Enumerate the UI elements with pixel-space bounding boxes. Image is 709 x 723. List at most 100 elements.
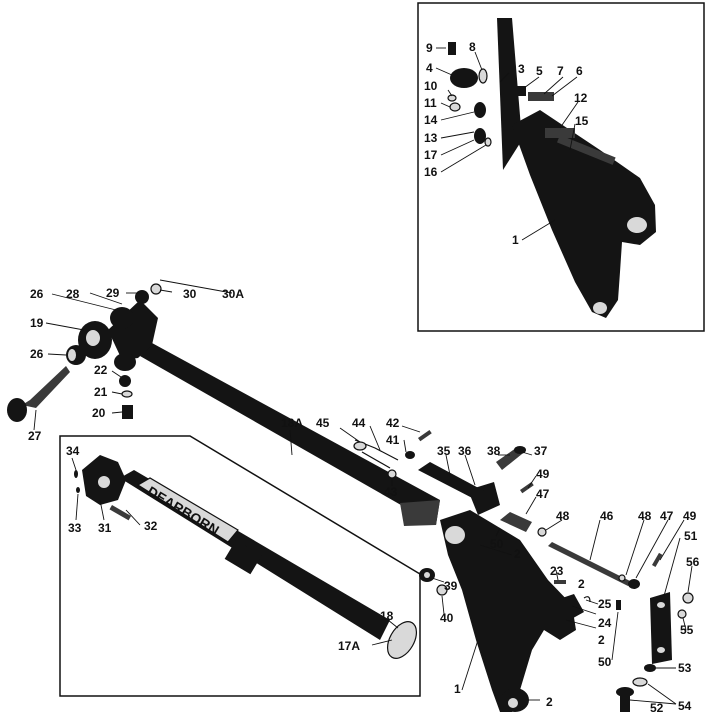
bushing-part-5 (512, 86, 526, 96)
label-12: 12 (574, 91, 588, 105)
washer-part-54 (632, 677, 648, 687)
ring-part-18 (386, 621, 418, 659)
label-34: 34 (66, 444, 80, 458)
label-46: 46 (600, 509, 614, 523)
bracket-top-hole (445, 526, 465, 544)
screw-part-9 (448, 42, 456, 55)
label-49-left: 49 (536, 467, 550, 481)
label-23: 23 (550, 564, 564, 578)
bolt-head-part-27 (7, 398, 27, 422)
washer-part-53 (644, 664, 656, 672)
plate-hole-top (657, 602, 665, 608)
label-44: 44 (352, 416, 366, 430)
label-39: 39 (444, 579, 458, 593)
nut-part-11 (449, 102, 461, 112)
washer-part-10 (447, 94, 457, 102)
label-24: 24 (598, 616, 612, 630)
bracket-foot-hole (508, 698, 518, 708)
rod-end-part-47-right (628, 579, 640, 589)
shaft-leaders (33, 279, 293, 456)
bolt-part-27 (22, 366, 70, 408)
label-17a: 17A (338, 639, 360, 653)
label-14: 14 (424, 113, 438, 127)
label-55: 55 (680, 623, 694, 637)
dearborn-decal (136, 477, 239, 543)
label-54: 54 (678, 699, 692, 713)
label-16: 16 (424, 165, 438, 179)
label-5: 5 (536, 64, 543, 78)
bracket-part-1 (440, 510, 576, 712)
block-part-24 (556, 594, 584, 622)
bracket-assembly: 45 44 42 41 43 35 36 38 37 49 47 48 50 4… (316, 416, 700, 715)
label-1-main: 1 (454, 682, 461, 696)
pin-part-50-lower (616, 600, 621, 610)
pin-part-49-left (520, 481, 534, 494)
label-2-bottom: 2 (546, 695, 553, 709)
bracket-leaders (339, 425, 693, 705)
washer-part-29 (135, 290, 149, 304)
inset-frame (417, 2, 705, 332)
label-1-inset: 1 (512, 233, 519, 247)
washer-part-40 (436, 584, 448, 596)
cross-shaft-assembly: 26 28 29 30 30A 19 26 22 21 20 27 18A (7, 279, 440, 526)
bolt-head-part-52 (616, 687, 634, 697)
label-18: 18 (380, 609, 394, 623)
spacer-part-13 (474, 128, 486, 144)
collar-hole-part-19 (86, 330, 100, 346)
label-35: 35 (437, 444, 451, 458)
washer-part-48-right (618, 574, 626, 582)
label-41: 41 (386, 433, 400, 447)
bushing-part-26-lower-hole (68, 349, 76, 361)
bolt-part-12 (545, 128, 575, 138)
bolt-part-47-left (500, 512, 532, 532)
label-9: 9 (426, 41, 433, 55)
label-13: 13 (424, 131, 438, 145)
label-19: 19 (30, 316, 44, 330)
bushing-part-28 (110, 307, 134, 329)
plate-hole-bottom (657, 647, 665, 653)
cotter-part-43 (387, 469, 397, 479)
label-32: 32 (144, 519, 158, 533)
bracket-part-1-inset (512, 110, 656, 318)
label-30a: 30A (222, 287, 244, 301)
spacer-part-14 (474, 102, 486, 118)
block-part-4 (450, 68, 478, 88)
plate-part-51 (650, 592, 672, 664)
pin-part-49-right (652, 552, 663, 567)
label-15: 15 (575, 114, 589, 128)
label-18a: 18A (281, 416, 303, 430)
pin-part-42 (417, 429, 432, 442)
label-56: 56 (686, 555, 700, 569)
label-50-top: 50 (490, 537, 504, 551)
label-2-right: 2 (598, 633, 605, 647)
label-36: 36 (458, 444, 472, 458)
inset-lower-frame (59, 435, 421, 697)
washer-part-16 (484, 137, 492, 147)
pin-part-38 (496, 448, 522, 470)
label-40: 40 (440, 611, 454, 625)
label-31: 31 (98, 521, 112, 535)
inset-leaders (435, 47, 579, 241)
bolt-part-6 (528, 92, 554, 101)
label-10: 10 (424, 79, 438, 93)
label-49-right: 49 (683, 509, 697, 523)
washer-part-8 (478, 68, 488, 84)
pin-part-34 (74, 470, 78, 478)
label-7: 7 (557, 64, 564, 78)
label-29: 29 (106, 286, 120, 300)
label-43: 43 (384, 485, 398, 499)
lower-inset-leaders (71, 457, 399, 646)
label-38: 38 (487, 444, 501, 458)
bolt-part-20 (122, 405, 133, 419)
link-part-35 (418, 462, 486, 502)
pin-part-23 (554, 580, 566, 584)
nut-part-22 (119, 375, 131, 387)
spring-part-45 (353, 441, 367, 451)
cross-shaft-end (400, 500, 440, 526)
label-17: 17 (424, 148, 438, 162)
label-2-top: 2 (514, 547, 521, 561)
label-45: 45 (316, 416, 330, 430)
label-26-lower: 26 (30, 347, 44, 361)
bracket-bottom-hole-inset (593, 302, 607, 314)
